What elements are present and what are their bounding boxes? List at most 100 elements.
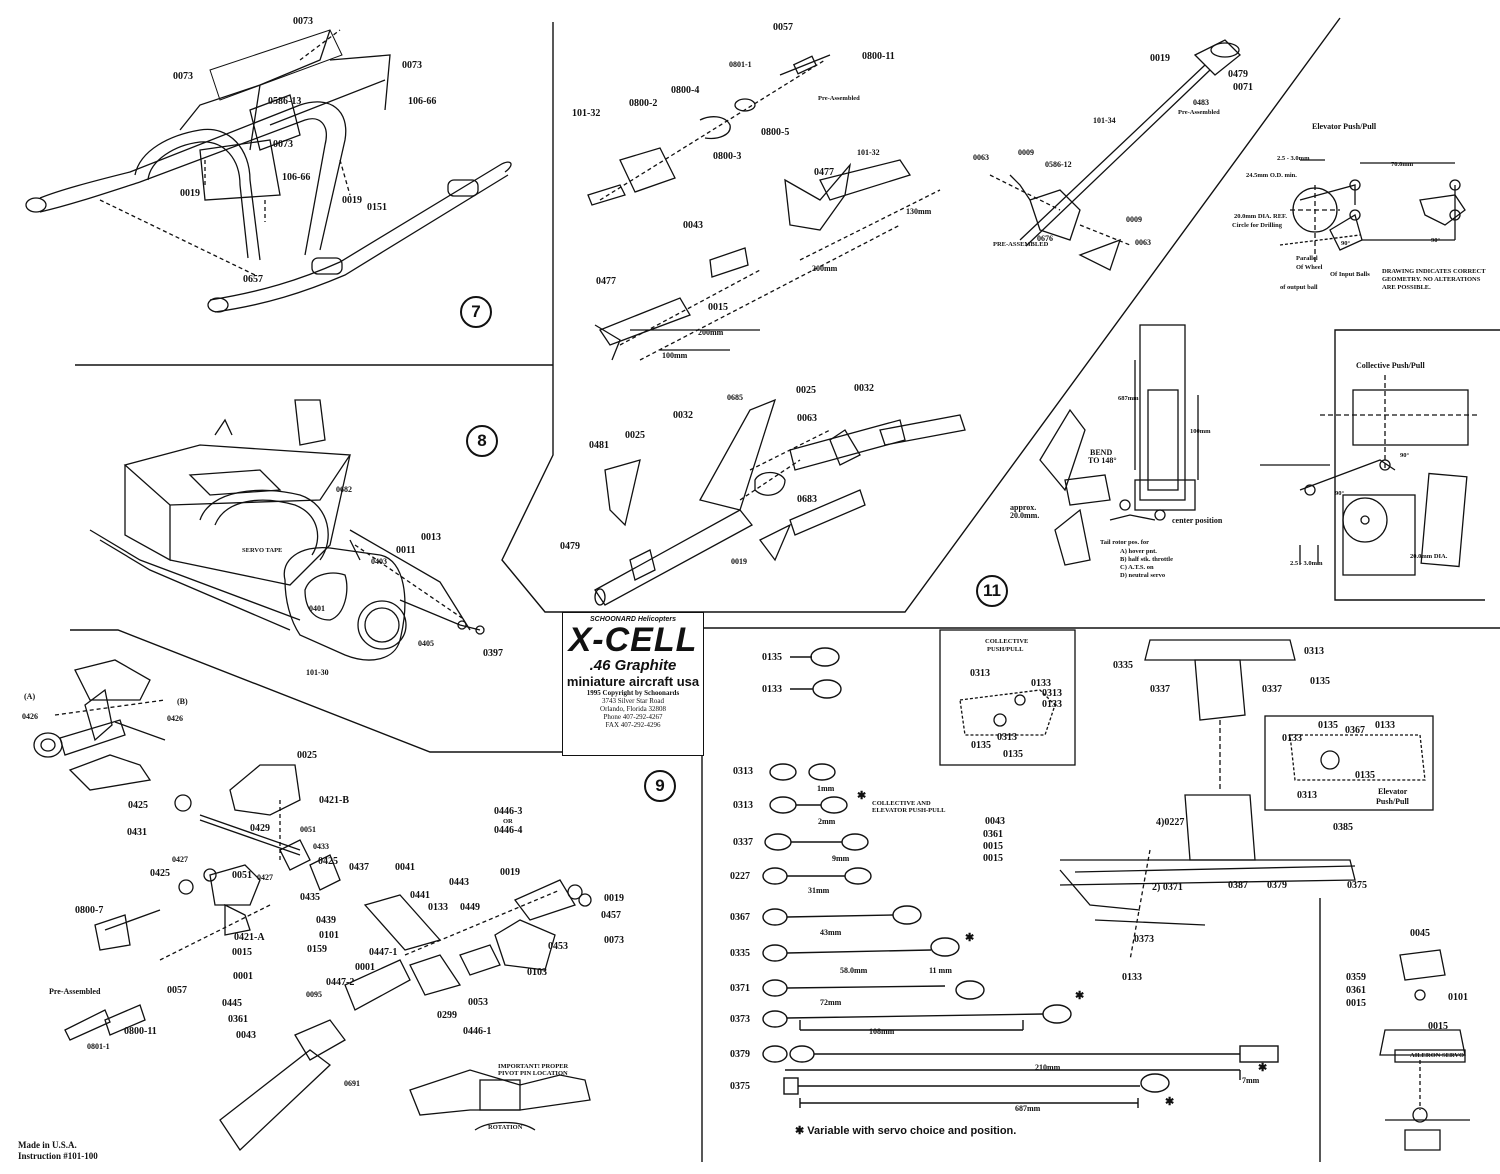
part-label: 0051 — [300, 825, 316, 834]
linkage-part: 0227 — [730, 871, 750, 882]
linkage-part: 0313 — [733, 800, 753, 811]
part-label: 0453 — [548, 941, 568, 952]
fax-line: FAX 407-292-4296 — [605, 721, 661, 729]
geometry-note: 2.5 - 3.0mm — [1277, 155, 1310, 162]
part-label: 0447-1 — [369, 947, 398, 958]
part-label: 0479 — [560, 541, 580, 552]
part-label: 2) 0371 — [1152, 882, 1183, 893]
part-label: 0800-5 — [761, 127, 790, 138]
part-label: 0449 — [460, 902, 480, 913]
part-label: 0101 — [1448, 992, 1468, 1003]
linkage-dim: 72mm — [820, 998, 842, 1007]
footnote-text: Variable with servo choice and position. — [807, 1125, 1017, 1137]
part-label: 0403 — [371, 557, 387, 566]
linkage-part: 0335 — [730, 948, 750, 959]
part-label: 0025 — [297, 750, 317, 761]
part-label: 0135 — [971, 740, 991, 751]
made-in-text: Made in U.S.A. — [18, 1140, 77, 1150]
mixer-drawing — [33, 659, 166, 791]
address-line-1: 3743 Silver Star Road — [601, 697, 665, 705]
part-label: 0425 — [318, 856, 338, 867]
asterisk-icon: ✱ — [857, 790, 867, 802]
part-label: 0421-A — [234, 932, 265, 943]
part-label: 0299 — [437, 1010, 457, 1021]
part-label: 0032 — [854, 383, 874, 394]
part-label: 0800-11 — [862, 51, 895, 62]
geometry-note: Of Input Balls — [1330, 271, 1370, 278]
part-label: 0367 — [1345, 725, 1365, 736]
linkage-part: 0337 — [733, 837, 753, 848]
part-label: 0373 — [1134, 934, 1154, 945]
servo-note: D) neutral servo — [1120, 572, 1166, 579]
tail-rotor-drawing — [594, 398, 966, 606]
part-label: 0073 — [604, 935, 624, 946]
servo-note: approx. — [1010, 503, 1037, 512]
part-label: 0001 — [355, 962, 375, 973]
part-label: 0073 — [273, 139, 293, 150]
geometry-note: Of Wheel — [1296, 264, 1323, 271]
part-label: Pre-Assembled — [49, 987, 101, 996]
part-label: 0063 — [973, 153, 989, 162]
part-label: 0335 — [1113, 660, 1133, 671]
part-label: 0133 — [1042, 699, 1062, 710]
part-label: 0359 — [1346, 972, 1366, 983]
section-dividers — [70, 17, 1500, 1162]
part-label: 0361 — [1346, 985, 1366, 996]
part-label: 0427 — [257, 873, 273, 882]
geometry-note: Circle for Drilling — [1232, 222, 1282, 229]
part-label: 0313 — [1304, 646, 1324, 657]
geometry-note: 90° — [1400, 452, 1410, 459]
part-label: 0133 — [428, 902, 448, 913]
part-label: 0015 — [983, 853, 1003, 864]
part-label: 0015 — [708, 302, 728, 313]
part-label: 0433 — [313, 842, 329, 851]
phone-line: Phone 407-292-4267 — [603, 713, 663, 721]
geometry-note: 24.5mm O.D. min. — [1246, 172, 1297, 179]
part-label: 0477 — [596, 276, 616, 287]
part-label: 0361 — [228, 1014, 248, 1025]
part-label: 0431 — [127, 827, 147, 838]
part-label: 0063 — [1135, 238, 1151, 247]
part-label: 0013 — [421, 532, 441, 543]
part-label: 0159 — [307, 944, 327, 955]
part-label: 0015 — [1346, 998, 1366, 1009]
part-label: 0800-3 — [713, 151, 742, 162]
collective-geometry-drawing — [1260, 375, 1480, 576]
rotation-note: ROTATION — [488, 1124, 523, 1131]
part-label: OR — [503, 818, 513, 825]
tail-boom-drawing — [587, 54, 941, 361]
part-label: 0133 — [1031, 678, 1051, 689]
collective-pushpull-title: Collective Push/Pull — [1356, 361, 1425, 370]
linkage-part: 0133 — [762, 684, 782, 695]
part-label: 0025 — [625, 430, 645, 441]
part-label: 0425 — [150, 868, 170, 879]
part-label: 0800-2 — [629, 98, 658, 109]
geometry-warning: ARE POSSIBLE. — [1382, 284, 1431, 291]
step-number-8: 8 — [466, 425, 498, 457]
servo-note: A) hover pnt. — [1120, 548, 1157, 555]
landing-gear-drawing — [25, 29, 512, 313]
part-label: 0657 — [243, 274, 263, 285]
dimension-label: 687mm — [1118, 395, 1139, 402]
linkage-part: 0367 — [730, 912, 750, 923]
company-tagline: miniature aircraft usa — [566, 674, 700, 689]
elevator-label: Elevator — [1378, 787, 1408, 796]
part-label: 0457 — [601, 910, 621, 921]
part-label: 0032 — [673, 410, 693, 421]
model-name: X-CELL — [568, 621, 698, 659]
part-label: 0477 — [814, 167, 834, 178]
part-label: 0425 — [128, 800, 148, 811]
part-label: Pre-Assembled — [1178, 109, 1220, 116]
part-label: 0135 — [1318, 720, 1338, 731]
part-label: 0057 — [167, 985, 187, 996]
linkage-dim: 43mm — [820, 928, 842, 937]
part-label: 101-32 — [572, 108, 601, 119]
part-label: 0800-11 — [124, 1026, 157, 1037]
part-label: 0019 — [604, 893, 624, 904]
part-label: 0133 — [1375, 720, 1395, 731]
part-label: 0045 — [1410, 928, 1430, 939]
servo-install-drawing — [1039, 324, 1199, 566]
aileron-servo-drawing — [1379, 949, 1470, 1151]
part-label: 0586-13 — [268, 96, 302, 107]
